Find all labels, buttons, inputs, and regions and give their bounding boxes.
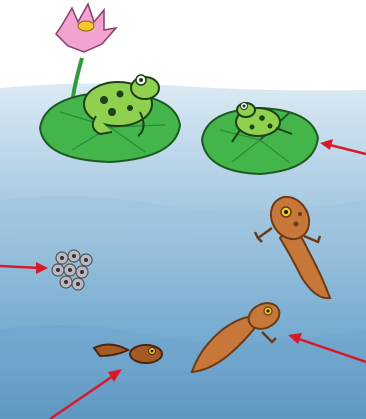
frog-life-cycle-diagram [0,0,366,419]
diagram-canvas [0,0,366,419]
